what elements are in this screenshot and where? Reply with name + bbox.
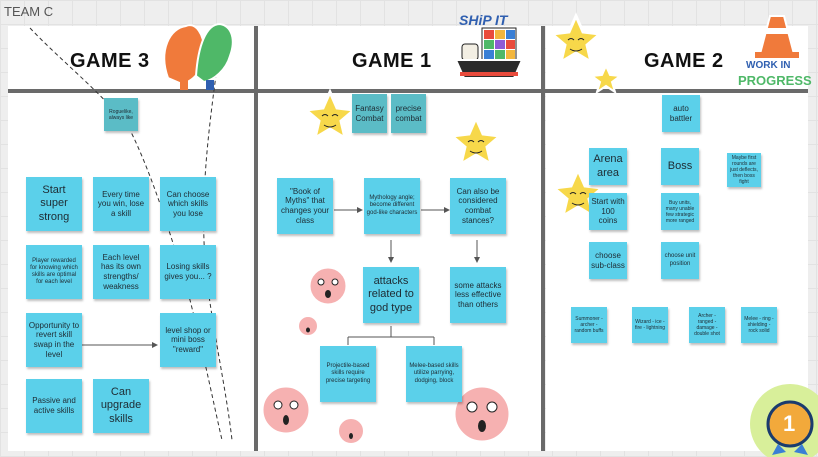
work-in-progress-text-2: PROGRESS — [738, 73, 812, 88]
sticky-note[interactable]: auto battler — [662, 95, 700, 132]
sticky-note[interactable]: Archer - ranged - damage - double shot — [689, 307, 725, 343]
sticky-note[interactable]: Boss — [661, 148, 699, 185]
frame-title-game-3: GAME 3 — [70, 50, 150, 72]
sticky-note[interactable]: Arena area — [589, 148, 627, 185]
ship-it-text: SHiP IT — [459, 12, 508, 28]
sticky-note[interactable]: Wizard - ice - fire - lightning — [632, 307, 668, 343]
frame-title-game-2: GAME 2 — [644, 50, 724, 72]
board-label: TEAM C — [4, 4, 54, 19]
sticky-note[interactable]: choose unit position — [661, 242, 699, 279]
sticky-note[interactable]: Player rewarded for knowing which skills… — [26, 245, 82, 299]
medal-number: 1 — [783, 411, 796, 436]
sticky-note[interactable]: Start super strong — [26, 177, 82, 231]
sticky-note[interactable]: "Book of Myths" that changes your class — [277, 178, 333, 234]
sticky-note[interactable]: Losing skills gives you... ? — [160, 245, 216, 299]
sticky-note[interactable]: choose sub-class — [589, 242, 627, 279]
sticky-note[interactable]: attacks related to god type — [363, 267, 419, 323]
sticky-note[interactable]: level shop or mini boss "reward" — [160, 313, 216, 367]
sticky-note[interactable]: precise combat — [391, 94, 426, 133]
sticky-note[interactable]: Each level has its own strengths/ weakne… — [93, 245, 149, 299]
sticky-note[interactable]: Every time you win, lose a skill — [93, 177, 149, 231]
divider-right — [541, 26, 545, 451]
sticky-note[interactable]: some attacks less effective than others — [450, 267, 506, 323]
sticky-note[interactable]: Start with 100 coins — [589, 193, 627, 230]
sticky-note[interactable]: Maybe first rounds are just deflects, th… — [727, 153, 761, 187]
sticky-note[interactable]: Roguelike, always like — [104, 98, 138, 131]
sticky-note[interactable]: Summoner - archer - random buffs — [571, 307, 607, 343]
sticky-note[interactable]: Melee-based skills utilize parrying, dod… — [406, 346, 462, 402]
sticky-note[interactable]: Melee - ring - shielding - rock solid — [741, 307, 777, 343]
sticky-note[interactable]: Can also be considered combat stances? — [450, 178, 506, 234]
sticky-note[interactable]: Mythology angle; become different god-li… — [364, 178, 420, 234]
sticky-note[interactable]: Can choose which skills you lose — [160, 177, 216, 231]
sticky-note[interactable]: Buy units, many unable few strategic mor… — [661, 193, 699, 230]
header-divider — [8, 89, 808, 93]
work-in-progress-text-1: WORK IN — [746, 60, 791, 71]
divider-left — [254, 26, 258, 451]
sticky-note[interactable]: Passive and active skills — [26, 379, 82, 433]
sticky-note[interactable]: Can upgrade skills — [93, 379, 149, 433]
sticky-note[interactable]: Fantasy Combat — [352, 94, 387, 133]
frame-title-game-1: GAME 1 — [352, 50, 432, 72]
sticky-note[interactable]: Projectile-based skills require precise … — [320, 346, 376, 402]
sticky-note[interactable]: Opportunity to revert skill swap in the … — [26, 313, 82, 367]
